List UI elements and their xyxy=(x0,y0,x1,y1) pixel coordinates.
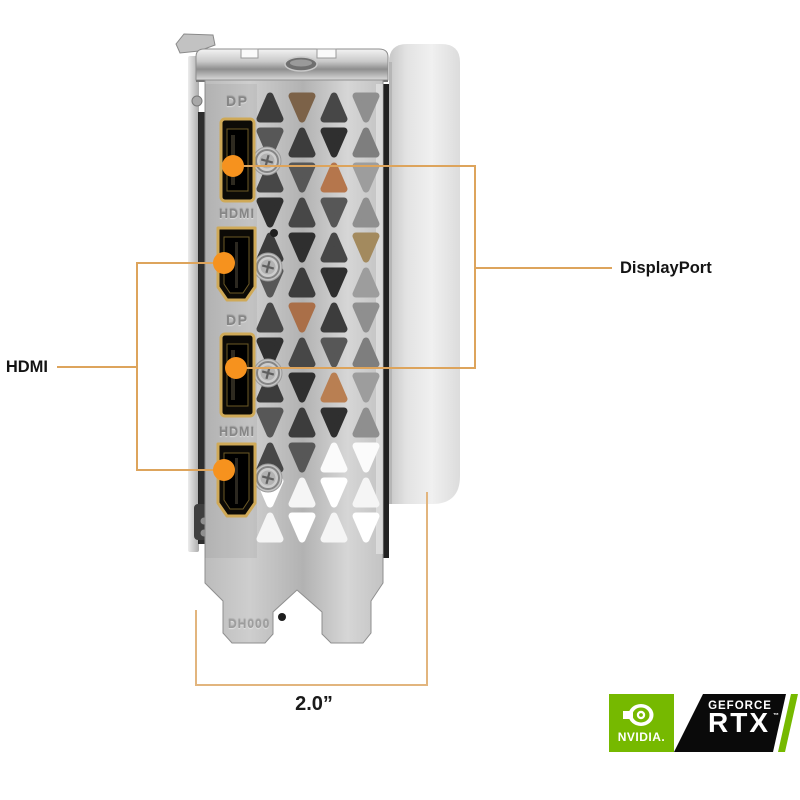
vent-hole xyxy=(320,302,348,333)
hdmi1-callout-dot xyxy=(213,252,235,274)
displayport-callout-line xyxy=(233,165,612,369)
dimension-label: 2.0” xyxy=(295,693,333,715)
vent-hole xyxy=(352,127,380,158)
vent-hole xyxy=(288,232,316,263)
dp2-callout-dot xyxy=(225,357,247,379)
nvidia-wordmark: NVIDIA. xyxy=(617,730,666,744)
vent-hole xyxy=(352,197,380,228)
vent-hole xyxy=(256,197,284,228)
vent-hole xyxy=(256,337,284,368)
vent-hole xyxy=(288,337,316,368)
vent-hole xyxy=(288,267,316,298)
bracket-side-knob xyxy=(191,95,203,107)
bracket-fold-edge xyxy=(188,56,199,552)
trademark-symbol: ™ xyxy=(773,713,779,719)
vent-hole xyxy=(256,407,284,438)
callout-lines xyxy=(57,165,612,471)
vent-hole xyxy=(320,372,348,403)
vent-hole xyxy=(320,442,348,473)
vent-hole xyxy=(352,267,380,298)
vent-hole xyxy=(320,267,348,298)
nvidia-rtx-badge xyxy=(609,694,798,752)
vent-hole xyxy=(320,197,348,228)
vent-hole xyxy=(320,127,348,158)
tab-notch xyxy=(240,48,259,59)
tab-notch xyxy=(316,48,337,59)
vent-hole xyxy=(320,92,348,123)
etched-label-hdmi-1: HDMI xyxy=(219,207,255,221)
vent-hole xyxy=(288,407,316,438)
etched-label-dp-1: DP xyxy=(226,93,249,109)
vent-hole xyxy=(256,92,284,123)
vent-hole xyxy=(352,372,380,403)
vent-hole xyxy=(352,407,380,438)
vent-hole xyxy=(288,92,316,123)
vent-pattern xyxy=(256,92,380,543)
vent-hole xyxy=(320,512,348,543)
bracket-top-hook xyxy=(175,33,216,54)
card-shroud xyxy=(389,44,460,504)
badge-black-panel xyxy=(674,694,786,752)
callout-dots xyxy=(213,155,247,481)
vent-hole xyxy=(352,512,380,543)
vent-hole xyxy=(288,477,316,508)
vent-hole xyxy=(352,232,380,263)
displayport-callout-label: DisplayPort xyxy=(620,259,712,277)
vent-hole xyxy=(320,337,348,368)
shroud-seam xyxy=(389,62,392,504)
hdmi-callout-label: HDMI xyxy=(5,358,48,376)
plate-hole xyxy=(270,229,278,237)
plate-hole xyxy=(278,613,286,621)
vent-hole xyxy=(320,477,348,508)
vent-hole xyxy=(288,197,316,228)
vent-hole xyxy=(288,302,316,333)
etched-label-dp-2: DP xyxy=(226,312,249,328)
rtx-text: RTX xyxy=(708,707,770,738)
vent-hole xyxy=(352,477,380,508)
bracket-marking: DH000 xyxy=(228,617,271,631)
vent-hole xyxy=(256,372,284,403)
vent-hole xyxy=(256,127,284,158)
geforce-text: GEFORCE xyxy=(708,700,772,712)
vent-hole xyxy=(352,442,380,473)
vent-hole xyxy=(288,127,316,158)
dimension-lines xyxy=(195,492,428,686)
vent-hole xyxy=(256,162,284,193)
dp1-callout-dot xyxy=(222,155,244,177)
bracket-left-shadow xyxy=(198,112,209,544)
vent-hole xyxy=(352,302,380,333)
hdmi-port-1 xyxy=(216,226,257,302)
vent-hole xyxy=(320,162,348,193)
vent-hole xyxy=(352,92,380,123)
vent-hole xyxy=(288,372,316,403)
hdmi2-callout-dot xyxy=(213,459,235,481)
vent-hole xyxy=(256,512,284,543)
vent-hole xyxy=(256,302,284,333)
badge-green-stripe xyxy=(778,694,798,752)
etched-label-hdmi-2: HDMI xyxy=(219,425,255,439)
hdmi-callout-line xyxy=(57,262,224,471)
vent-hole xyxy=(288,512,316,543)
bracket-right-gap xyxy=(383,84,389,558)
vent-hole xyxy=(320,407,348,438)
vent-hole xyxy=(352,337,380,368)
plate-highlight xyxy=(376,84,383,554)
vent-hole xyxy=(288,442,316,473)
nvidia-eye-icon xyxy=(623,704,654,726)
tab-screw-slot-inner xyxy=(290,59,312,67)
vent-hole xyxy=(320,232,348,263)
